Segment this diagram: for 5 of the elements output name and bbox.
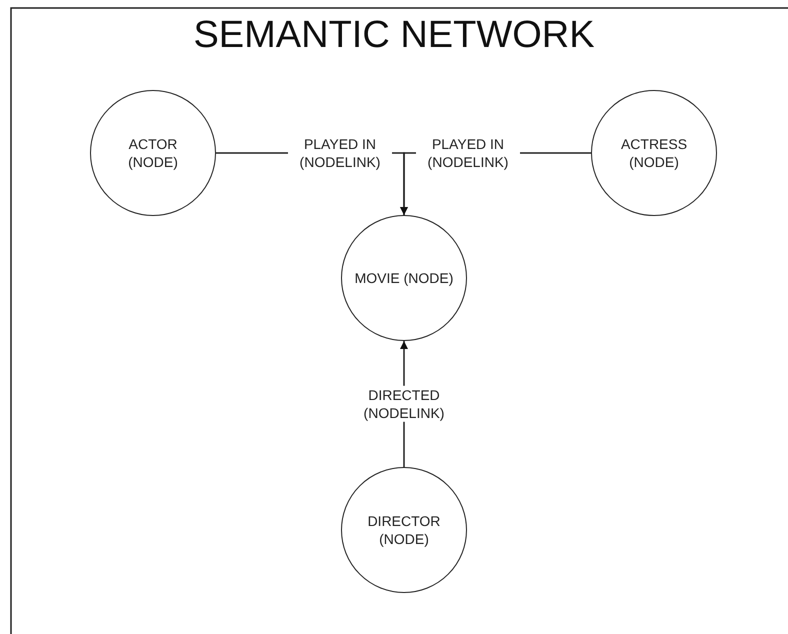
node-label: DIRECTOR (NODE) [366,512,442,548]
node-label: ACTOR (NODE) [127,134,179,172]
node-label: ACTRESS (NODE) [620,134,688,172]
diagram-title: SEMANTIC NETWORK [192,14,596,57]
node-label: MOVIE (NODE) [354,268,454,288]
